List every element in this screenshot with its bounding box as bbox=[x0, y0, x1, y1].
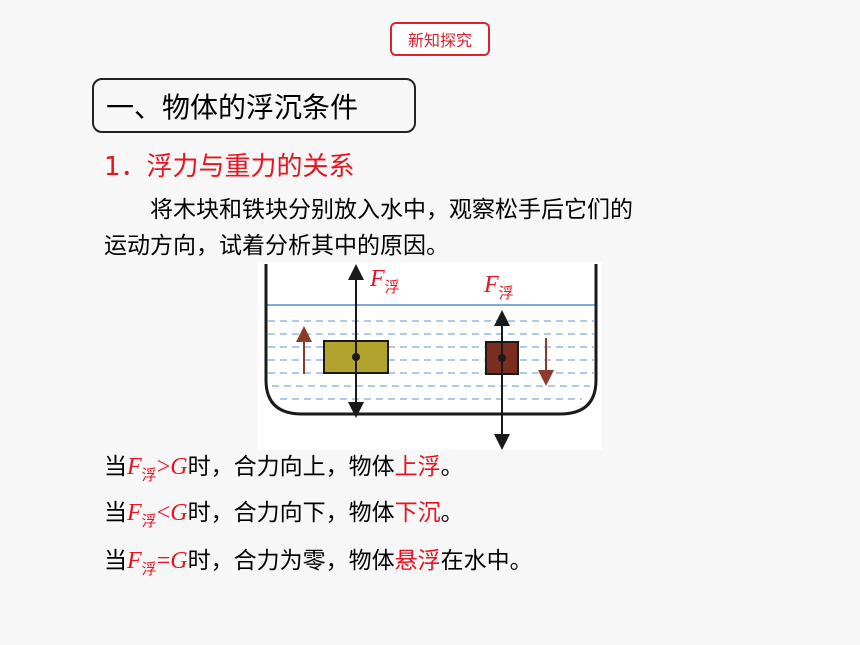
diagram-background bbox=[258, 262, 602, 450]
buoyancy-diagram: F浮 F浮 bbox=[258, 262, 602, 450]
section-title-text: 一、物体的浮沉条件 bbox=[106, 90, 359, 124]
condition-sink: 当F浮<G时，合力向下，物体下沉。 bbox=[104, 500, 464, 530]
wood-center-dot bbox=[352, 353, 360, 361]
wood-force-label: F浮 bbox=[369, 266, 400, 296]
paragraph-line-2: 运动方向，试着分析其中的原因。 bbox=[104, 233, 449, 259]
water-container bbox=[264, 264, 598, 416]
section-title: 一、物体的浮沉条件 bbox=[92, 78, 416, 133]
paragraph-line-1: 将木块和铁块分别放入水中，观察松手后它们的 bbox=[150, 197, 633, 223]
water bbox=[268, 320, 594, 400]
section-badge: 新知探究 bbox=[390, 22, 490, 56]
condition-float: 当F浮>G时，合力向上，物体上浮。 bbox=[104, 454, 464, 484]
condition-suspend: 当F浮=G时，合力为零，物体悬浮在水中。 bbox=[104, 548, 533, 578]
iron-force-label: F浮 bbox=[483, 272, 514, 302]
subheading: 1．浮力与重力的关系 bbox=[104, 152, 355, 182]
iron-center-dot bbox=[498, 354, 506, 362]
intro-paragraph: 将木块和铁块分别放入水中，观察松手后它们的 运动方向，试着分析其中的原因。 bbox=[104, 192, 784, 264]
